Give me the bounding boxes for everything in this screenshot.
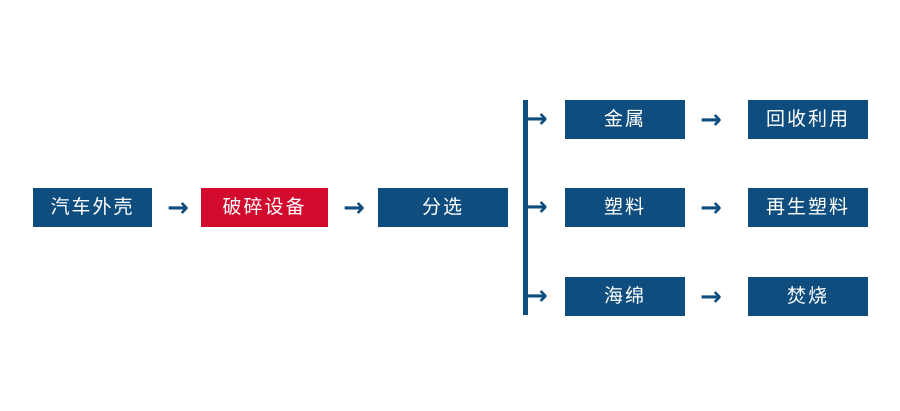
arrow-right-icon-shell-to-shredder: →: [167, 192, 189, 223]
arrow-right-icon-shredder-to-sorting: →: [343, 192, 365, 223]
arrow-right-icon-sponge-to-incineration: →: [700, 281, 722, 312]
branch-arrow-right-icon-sponge: →: [526, 281, 548, 311]
branch-arrow-right-icon-plastic: →: [526, 192, 548, 222]
node-shredding-equipment[interactable]: 破碎设备: [201, 188, 328, 227]
node-car-shell[interactable]: 汽车外壳: [33, 188, 152, 227]
node-metal[interactable]: 金属: [565, 100, 685, 139]
arrow-right-icon-metal-to-recycling: →: [700, 104, 722, 135]
branch-arrow-right-icon-metal: →: [526, 104, 548, 134]
node-incineration[interactable]: 焚烧: [748, 277, 868, 316]
splitter-vertical-bus: [523, 100, 528, 315]
node-plastic[interactable]: 塑料: [565, 188, 685, 227]
node-sorting[interactable]: 分选: [378, 188, 508, 227]
node-sponge[interactable]: 海绵: [565, 277, 685, 316]
arrow-right-icon-plastic-to-recycled-plastic: →: [700, 192, 722, 223]
node-recycling-reuse[interactable]: 回收利用: [748, 100, 868, 139]
node-recycled-plastic[interactable]: 再生塑料: [748, 188, 868, 227]
